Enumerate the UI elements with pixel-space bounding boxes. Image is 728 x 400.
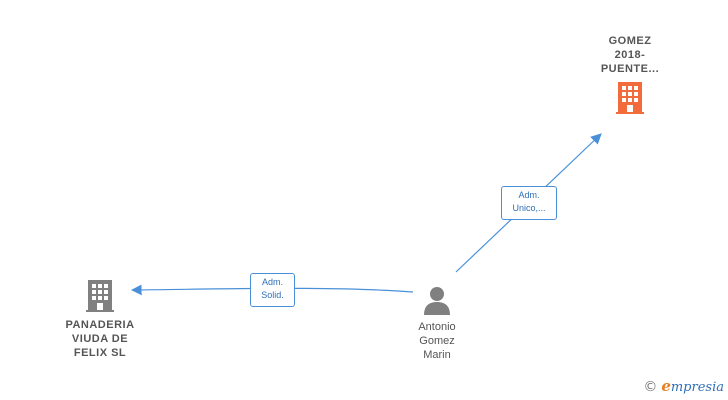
node-panaderia-label-1: PANADERIA <box>65 319 135 331</box>
node-gomez-2018-label-2: 2018- <box>614 49 646 61</box>
person-icon <box>424 287 450 315</box>
edge-label-adm-solid-line-1: Adm. <box>261 277 283 287</box>
building-icon <box>86 280 114 312</box>
edge-label-adm-unico[interactable]: Adm. Unico,... <box>501 186 557 220</box>
brand-e: e <box>661 377 671 395</box>
node-panaderia-label-3: FELIX SL <box>73 347 127 359</box>
edge-label-adm-solid[interactable]: Adm. Solid. <box>250 273 295 307</box>
node-gomez-2018-label-1: GOMEZ <box>608 35 652 47</box>
brand-rest: mpresia <box>670 380 724 395</box>
node-panaderia-label-2: VIUDA DE <box>71 333 129 345</box>
node-panaderia[interactable]: PANADERIA VIUDA DE FELIX SL <box>54 278 146 360</box>
node-gomez-2018[interactable]: GOMEZ 2018- PUENTE... <box>590 34 670 116</box>
node-antonio-label-1: Antonio <box>418 321 456 333</box>
edge-label-adm-unico-line-1: Adm. <box>518 190 540 200</box>
building-icon <box>616 82 644 114</box>
copyright-icon: © <box>643 379 658 395</box>
empresia-logo: ©empresia <box>643 377 724 395</box>
edge-label-adm-unico-line-2: Unico,... <box>512 203 546 213</box>
edge-label-adm-solid-line-2: Solid. <box>261 290 284 300</box>
node-antonio-label-2: Gomez <box>419 335 455 347</box>
node-antonio-gomez-marin[interactable]: Antonio Gomez Marin <box>402 284 472 362</box>
node-gomez-2018-label-3: PUENTE... <box>600 63 660 75</box>
node-antonio-label-3: Marin <box>423 349 451 361</box>
